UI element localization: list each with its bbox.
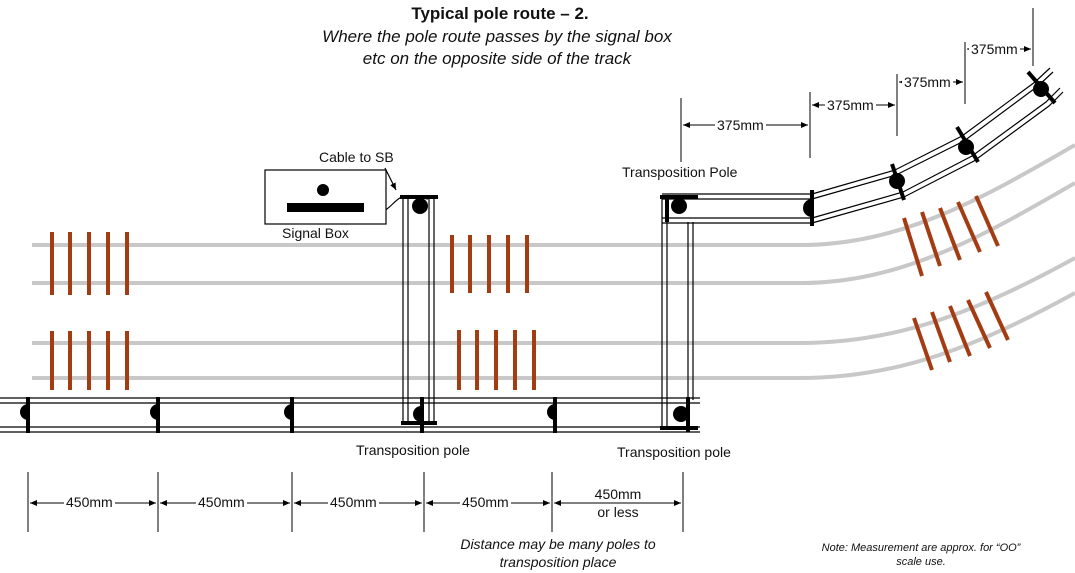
bottom-dimensions [27,472,684,532]
lower-route-poles [20,397,557,433]
signal-box-label: Signal Box [282,225,349,241]
signal-box [264,169,387,225]
sleepers-middle-lower [457,330,536,390]
rail [32,291,1075,380]
rail [32,143,1075,247]
dimension-label: 450mm [460,494,511,510]
rail [32,256,1075,345]
dimension-label: 450mm [64,494,115,510]
transposition-pole-right-bottom [660,397,698,432]
transposition-pole-left-label: Transposition pole [356,442,470,458]
dimension-label-last-line2: or less [597,504,639,520]
upper-wire-route [662,67,1064,224]
track-rails [32,143,1075,380]
dimension-label: 375mm [715,117,766,133]
upper-dimensions [680,8,1034,162]
pole [150,397,160,433]
sleepers-curve-upper [902,195,1000,277]
dimension-label: 450mm [328,494,379,510]
scale-note: Note: Measurement are approx. for “OO” s… [821,542,1021,568]
lower-wire-route [0,397,700,433]
distance-note: Distance may be many poles to transposit… [460,536,656,570]
pole [889,163,906,201]
pole [955,125,980,164]
sleepers-middle-upper [450,235,529,293]
sleepers-left-lower [50,331,129,390]
dimension-label-last-line1: 450mm [594,486,642,502]
transposition-wires-right [661,198,694,427]
pole [803,190,814,226]
pole [20,397,30,433]
transposition-pole-right-top [660,195,698,222]
pole [547,397,557,433]
transposition-pole-left-top [400,195,438,214]
cable-label: Cable to SB [319,149,394,165]
dimension-label: 375mm [825,97,876,113]
rail [32,181,1075,285]
transposition-pole-right-label: Transposition pole [617,444,731,460]
pole [284,397,294,433]
transposition-pole-upper-label: Transposition Pole [622,164,738,180]
dimension-label: 450mm [196,494,247,510]
diagram-title: Typical pole route – 2. [411,4,589,23]
pole [1026,70,1057,105]
diagram-subtitle: Where the pole route passes by the signa… [322,27,672,68]
signal-box-pole [317,184,329,196]
dimension-label: 375mm [969,41,1020,57]
transposition-wires-left [402,198,435,425]
dimension-label: 375mm [902,74,953,90]
transposition-pole-left-bottom [401,397,437,433]
sleepers-curve-lower [912,291,1010,371]
sleepers-left-upper [50,232,129,295]
cable-pointer [384,167,397,191]
signal-box-block [287,203,364,212]
upper-route-poles [803,70,1057,226]
